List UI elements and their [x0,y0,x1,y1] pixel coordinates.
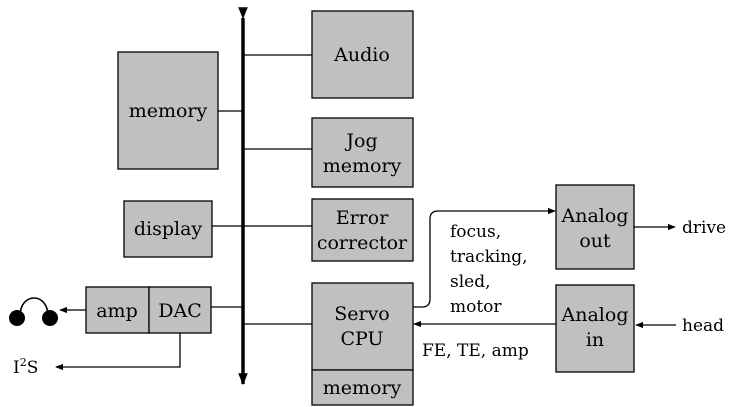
servo-to-analog-out-arrow [413,207,556,308]
amp-label: amp [96,300,138,322]
signal-sled: sled, [450,272,491,292]
memory-block: memory [117,51,219,170]
servo-cpu-label-line1: Servo [334,303,390,325]
i2s-label: I2S [13,356,38,378]
jog-memory-block: Jog memory [311,117,414,188]
analog-in-label-line2: in [586,329,604,351]
head-label: head [682,316,724,336]
analog-in-label-line1: Analog [561,304,629,326]
analog-out-label-line1: Analog [561,205,629,227]
signal-tracking: tracking, [450,247,528,267]
signal-focus: focus, [450,222,501,242]
analog-in-block: Analog in [555,284,635,373]
servo-memory-label: memory [323,377,402,399]
headphones-icon [9,297,58,326]
dac-to-i2s-arrow [55,333,181,371]
analog-out-block: Analog out [555,184,635,270]
display-block: display [123,200,213,258]
dac-label: DAC [158,300,202,322]
analog-out-label-line2: out [579,230,611,252]
error-corrector-label-line1: Error [336,207,389,229]
servo-output-signals: focus, tracking, sled, motor [450,222,528,317]
error-corrector-label-line2: corrector [317,232,408,254]
signal-motor: motor [450,297,502,317]
servo-memory-block: memory [311,369,414,406]
jog-memory-label-line1: Jog [344,130,377,152]
display-label: display [134,218,203,240]
dac-block: DAC [148,286,212,334]
audio-block: Audio [311,10,414,99]
servo-cpu-block: Servo CPU [311,282,414,371]
error-corrector-block: Error corrector [311,198,414,262]
amp-block: amp [85,286,150,334]
servo-cpu-label-line2: CPU [340,328,383,350]
drive-label: drive [682,218,726,238]
memory-label: memory [129,100,208,122]
audio-label: Audio [333,44,390,66]
jog-memory-label-line2: memory [323,155,402,177]
servo-input-signals: FE, TE, amp [422,341,529,361]
